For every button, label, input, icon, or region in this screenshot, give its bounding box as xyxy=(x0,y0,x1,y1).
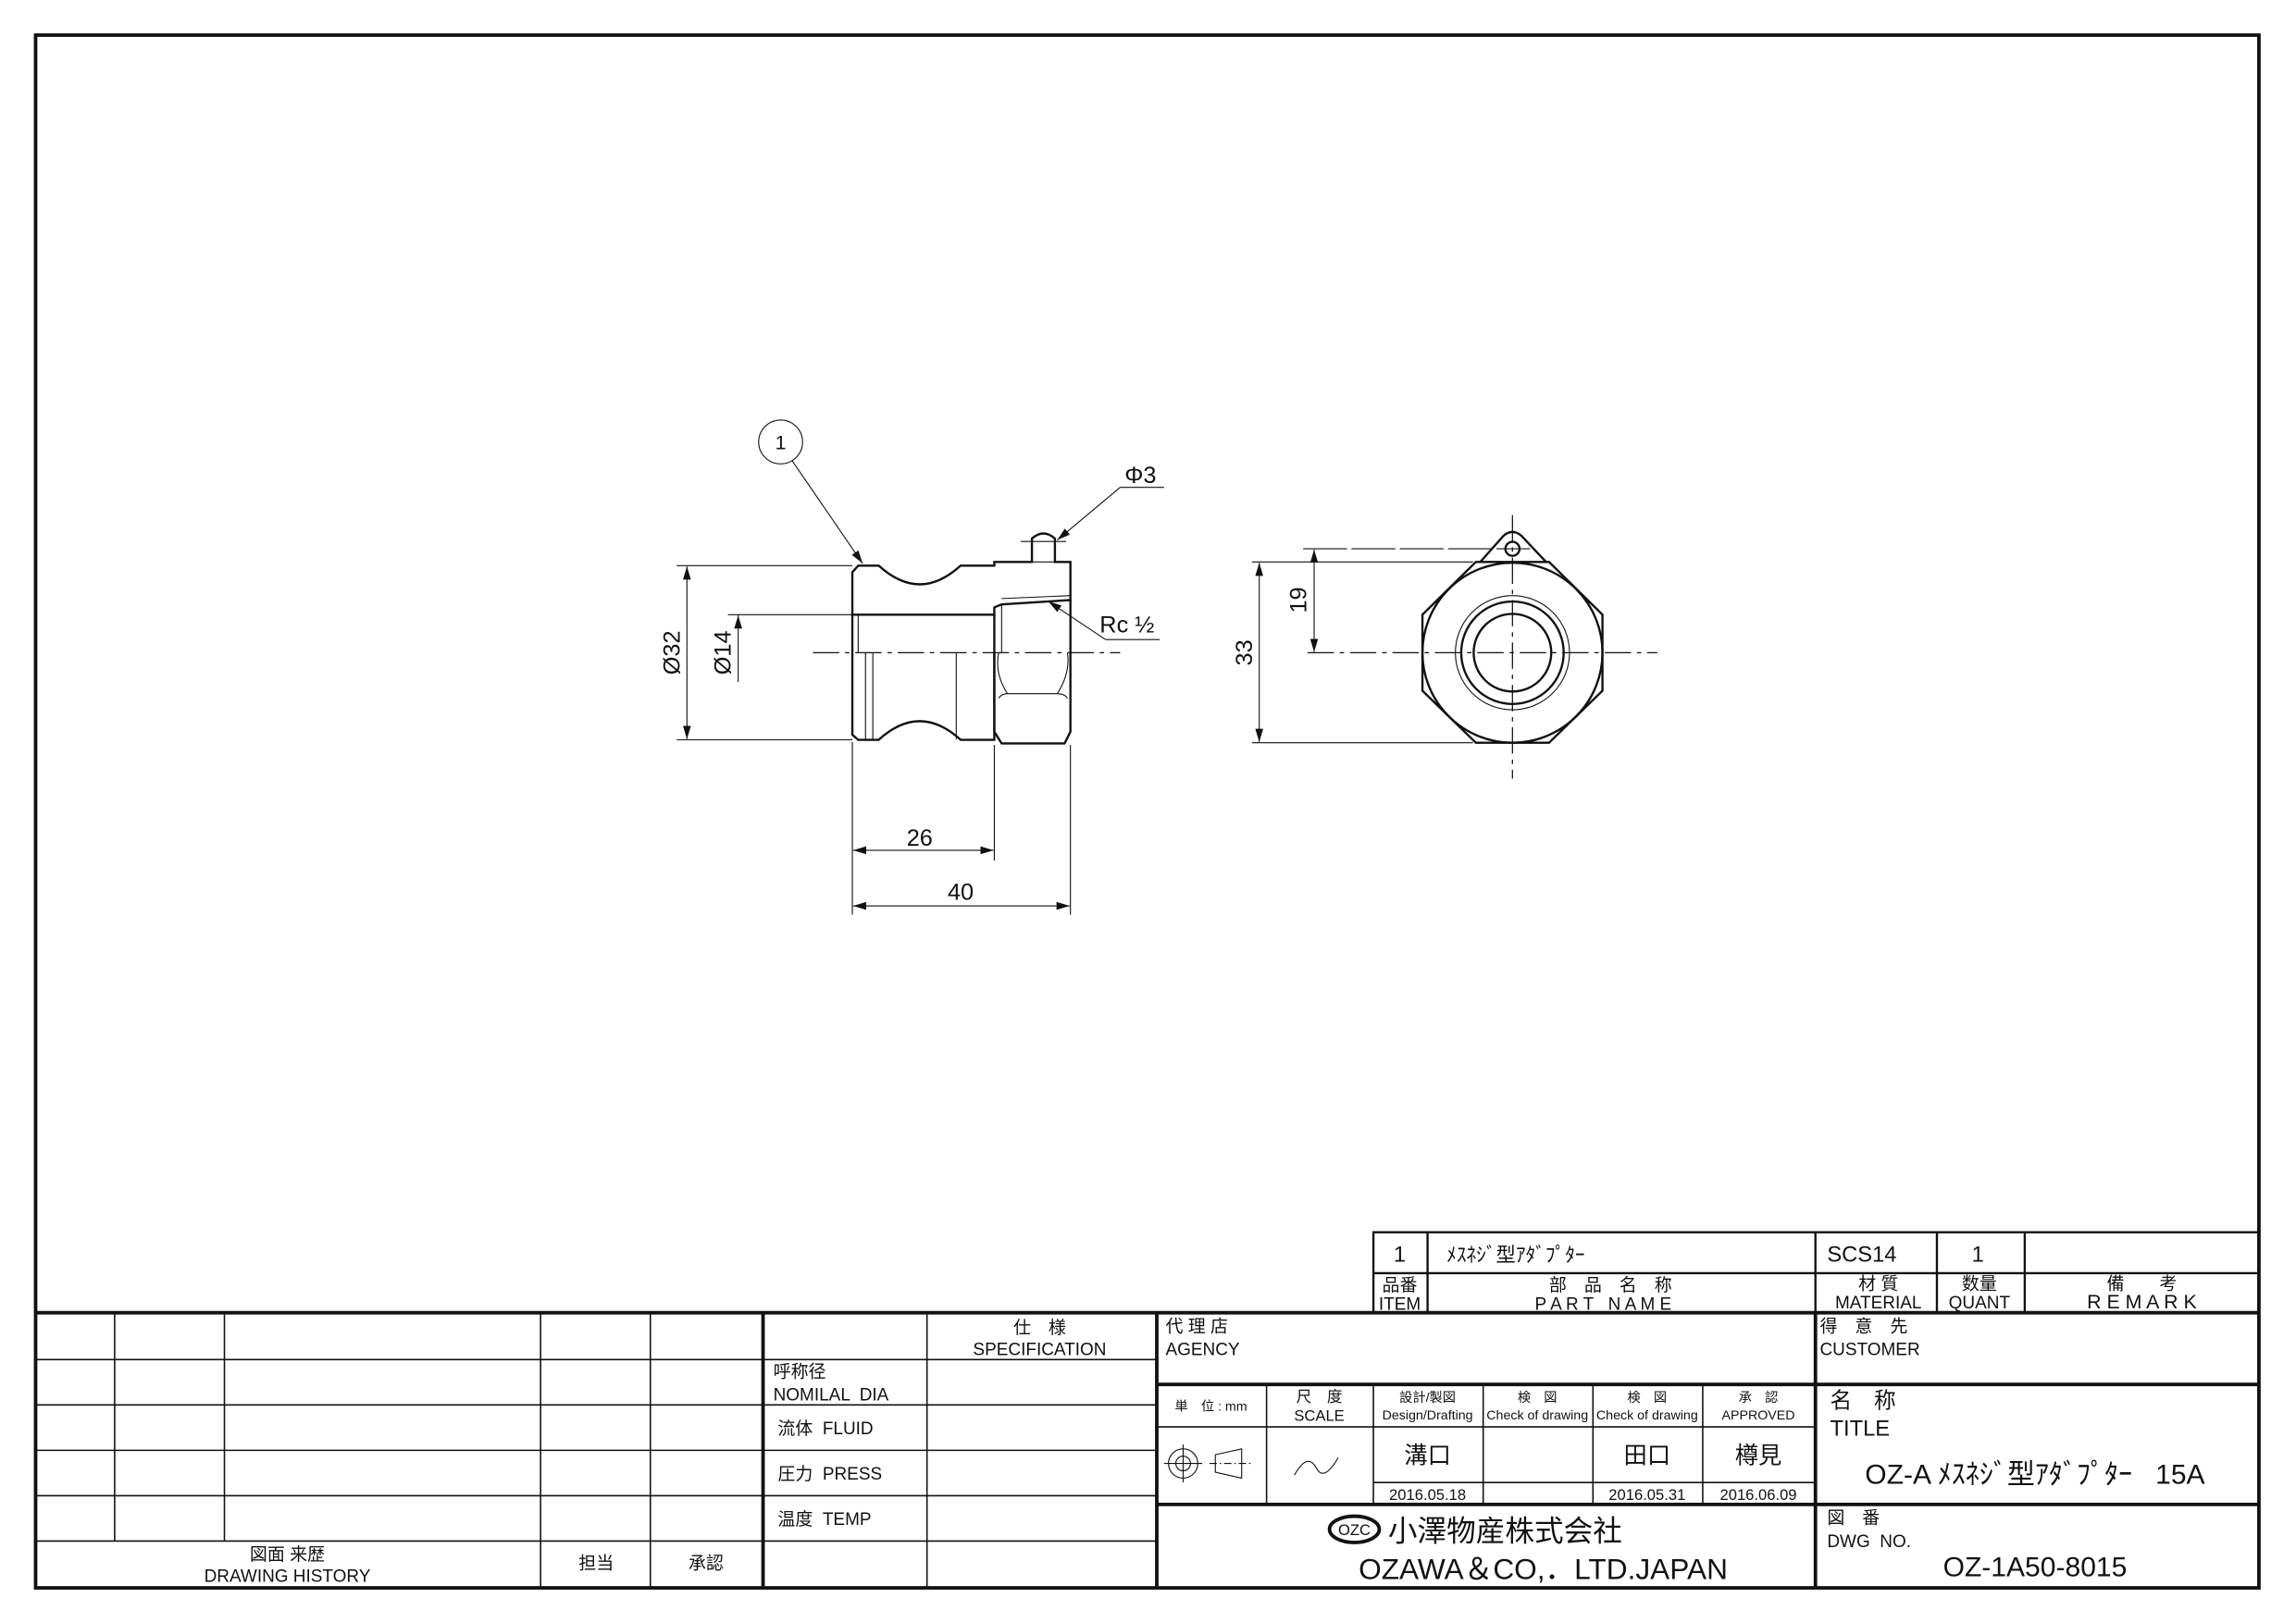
dwg-no-label-jp: 図 番 xyxy=(1827,1507,1880,1528)
item-balloon-number: 1 xyxy=(776,432,787,454)
signoff-role-jp: 検 図 xyxy=(1518,1390,1558,1406)
header-remark-en: R E M A R K xyxy=(2087,1291,2197,1313)
signoff-role-en: Check of drawing xyxy=(1486,1408,1588,1423)
parts-material: SCS14 xyxy=(1827,1243,1896,1267)
spec-nominal-jp: 呼称径 xyxy=(774,1361,826,1381)
history-approval-label: 承認 xyxy=(689,1553,724,1573)
customer-label-jp: 得 意 先 xyxy=(1819,1316,1907,1336)
company-logo-text: OZC xyxy=(1338,1521,1371,1539)
drawing-number: OZ-1A50-8015 xyxy=(1943,1552,2128,1582)
agency-label-en: AGENCY xyxy=(1165,1341,1239,1360)
signoff-3: 承 認 APPROVED 樽見 2016.06.09 xyxy=(1719,1390,1796,1504)
dim-diameter-32: Ø32 xyxy=(659,630,685,675)
spec-header-en: SPECIFICATION xyxy=(973,1341,1106,1360)
item-balloon xyxy=(758,419,803,465)
signoff-1: 検 図 Check of drawing xyxy=(1486,1390,1588,1423)
header-material-en: MATERIAL xyxy=(1835,1294,1921,1313)
header-quant-en: QUANT xyxy=(1949,1294,2011,1313)
end-view xyxy=(1307,514,1657,779)
signoff-name: 樽見 xyxy=(1735,1443,1782,1469)
third-angle-projection-icon xyxy=(1163,1444,1251,1483)
end-view-dimensions: 33 19 xyxy=(1232,548,1531,744)
company-logo: OZC xyxy=(1327,1514,1382,1544)
pin-tab xyxy=(1479,530,1547,564)
dim-diameter-14: Ø14 xyxy=(711,630,737,675)
spec-fluid-label: 流体 FLUID xyxy=(777,1419,873,1439)
parts-list: 1 ﾒｽﾈｼﾞ型ｱﾀﾞﾌﾟﾀｰ SCS14 1 品番 ITEM 部 品 名 称 … xyxy=(1371,1231,2261,1315)
dim-length-26: 26 xyxy=(907,825,933,851)
sheet-border xyxy=(33,33,2261,1590)
header-quant-jp: 数量 xyxy=(1962,1273,1997,1294)
header-part-jp: 部 品 名 称 xyxy=(1549,1275,1672,1295)
dwg-no-label-en: DWG NO. xyxy=(1827,1532,1911,1552)
title-block: 図面 来歴 DRAWING HISTORY 担当 承認 仕 様 SPECIFIC… xyxy=(35,1310,2259,1589)
scale-nts-symbol xyxy=(1294,1456,1339,1476)
signoff-role-jp: 設計/製図 xyxy=(1399,1390,1456,1406)
side-section-view xyxy=(813,532,1121,745)
signoff-date: 2016.06.09 xyxy=(1719,1486,1796,1504)
header-item-en: ITEM xyxy=(1379,1295,1421,1315)
spec-nominal-en: NOMILAL DIA xyxy=(774,1386,889,1406)
parts-quantity: 1 xyxy=(1972,1243,1984,1267)
parts-item-number: 1 xyxy=(1394,1243,1406,1267)
signoff-2: 検 図 Check of drawing 田口 2016.05.31 xyxy=(1596,1390,1698,1504)
dim-height-33: 33 xyxy=(1232,639,1258,665)
dim-pin-diameter: Φ3 xyxy=(1124,463,1156,489)
signoff-date: 2016.05.18 xyxy=(1389,1486,1466,1504)
spec-header-jp: 仕 様 xyxy=(1013,1318,1066,1338)
signoff-role-en: Design/Drafting xyxy=(1383,1408,1473,1423)
signoff-date: 2016.05.31 xyxy=(1608,1486,1685,1504)
customer-label-en: CUSTOMER xyxy=(1819,1341,1919,1360)
title-label-en: TITLE xyxy=(1831,1418,1891,1442)
dim-length-40: 40 xyxy=(948,880,974,906)
signoff-name: 田口 xyxy=(1624,1443,1671,1469)
drawing-title: OZ-A ﾒｽﾈｼﾞ型ｱﾀﾞﾌﾟﾀｰ 15A xyxy=(1865,1460,2204,1491)
header-item-jp: 品番 xyxy=(1383,1275,1418,1295)
title-label-jp: 名 称 xyxy=(1831,1389,1896,1414)
company-name-en: OZAWA＆CO,．LTD.JAPAN xyxy=(1359,1553,1728,1586)
signoff-role-jp: 承 認 xyxy=(1739,1390,1779,1406)
history-label-en: DRAWING HISTORY xyxy=(205,1567,371,1587)
scale-label-en: SCALE xyxy=(1294,1407,1344,1425)
signoff-role-en: APPROVED xyxy=(1722,1408,1795,1423)
signoff-role-en: Check of drawing xyxy=(1596,1408,1698,1423)
spec-press-label: 圧力 PRESS xyxy=(777,1464,882,1484)
history-person-label: 担当 xyxy=(578,1553,614,1573)
header-part-en: P A R T N A M E xyxy=(1535,1295,1672,1315)
dim-thread: Rc ½ xyxy=(1099,612,1154,638)
header-remark-jp: 備 考 xyxy=(2106,1273,2177,1294)
header-material-jp: 材 質 xyxy=(1858,1273,1898,1294)
spec-temp-label: 温度 TEMP xyxy=(777,1509,871,1530)
balloon-leader xyxy=(791,460,863,564)
signoff-role-jp: 検 図 xyxy=(1627,1390,1667,1406)
unit-label: 単 位 : mm xyxy=(1174,1399,1247,1415)
signoff-name: 溝口 xyxy=(1404,1443,1451,1469)
dim-height-19: 19 xyxy=(1285,587,1311,613)
signoff-0: 設計/製図 Design/Drafting 溝口 2016.05.18 xyxy=(1383,1390,1473,1504)
agency-label-jp: 代 理 店 xyxy=(1165,1316,1227,1336)
section-hatch xyxy=(850,532,1072,616)
scale-label-jp: 尺 度 xyxy=(1297,1388,1343,1406)
parts-part-name: ﾒｽﾈｼﾞ型ｱﾀﾞﾌﾟﾀｰ xyxy=(1446,1244,1584,1266)
history-label-jp: 図面 来歴 xyxy=(250,1544,325,1565)
side-view-dimensions: Ø32 Ø14 26 40 1 Φ3 Rc ½ xyxy=(659,419,1164,915)
company-name-jp: 小澤物産株式会社 xyxy=(1388,1514,1622,1547)
